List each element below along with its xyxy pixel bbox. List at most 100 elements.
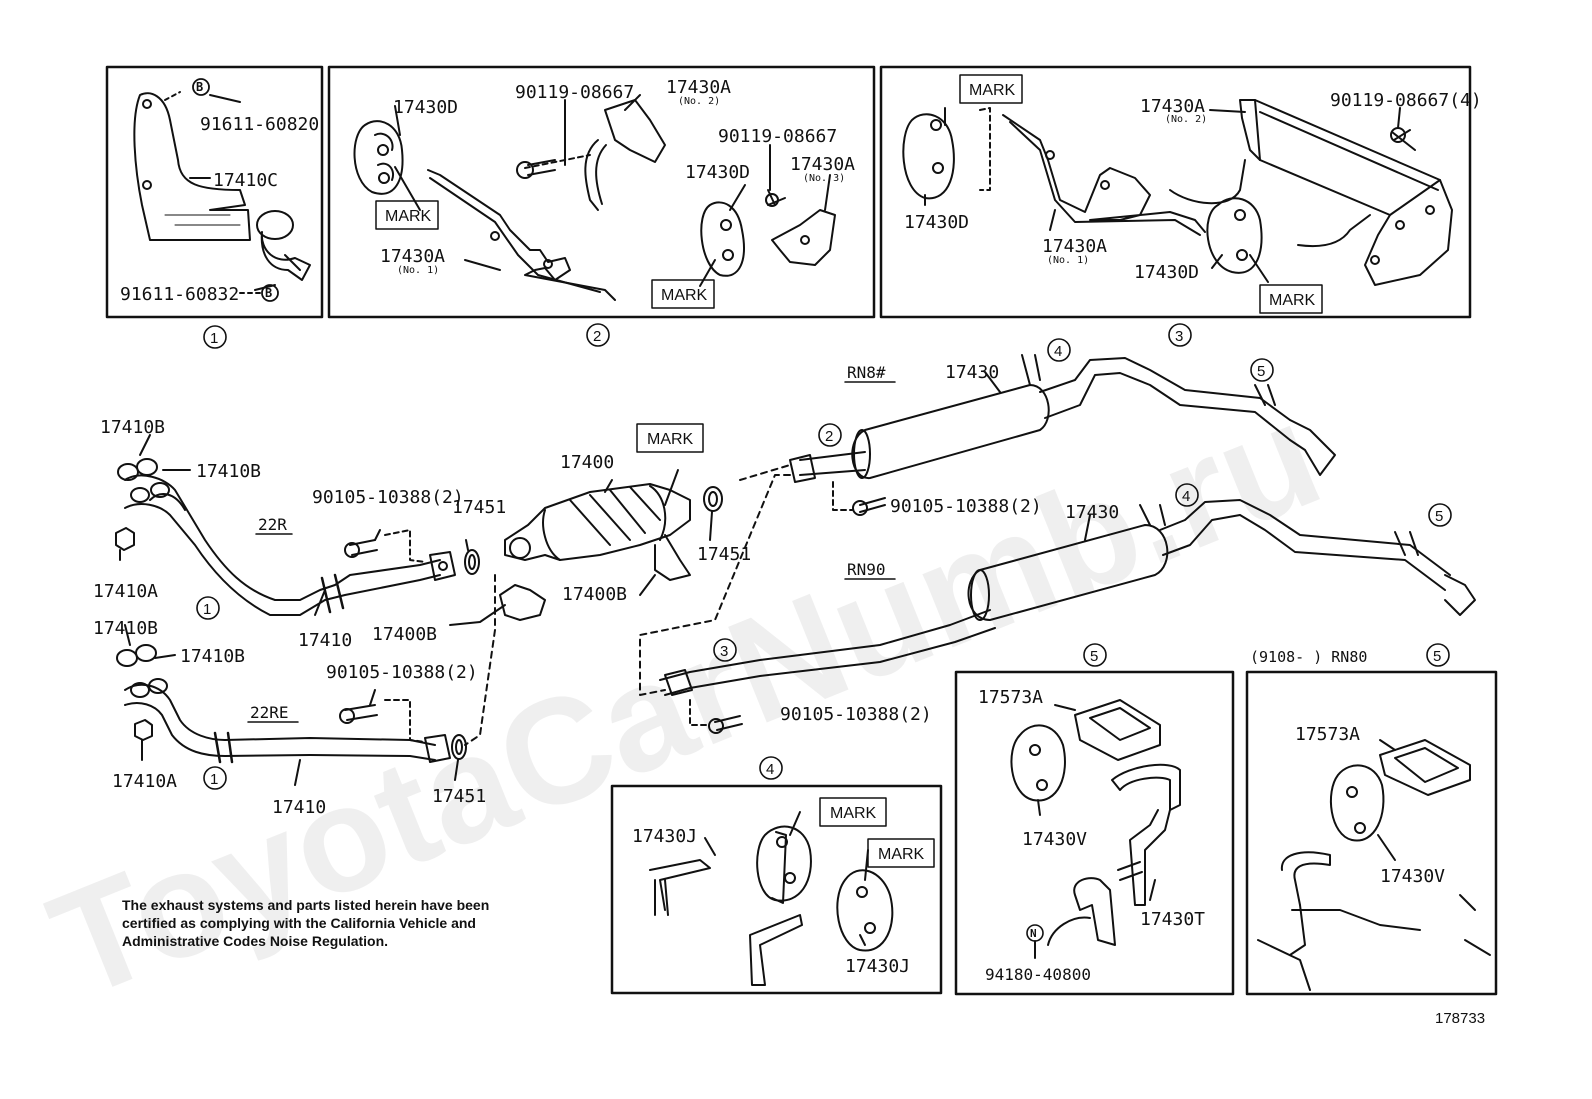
svg-text:5: 5 [1433, 648, 1441, 665]
label-17430T: 17430T [1140, 909, 1205, 930]
panel-1: B B 91611-60820 17410C 91611-60832 1 [105, 65, 324, 349]
label-17430-a: 17430 [945, 362, 999, 383]
label-17400: 17400 [560, 452, 614, 473]
panel-4: MARK MARK 17430J 17430J 4 [610, 756, 943, 995]
panel-2-mark-right: MARK [651, 279, 715, 309]
svg-text:(No. 1): (No. 1) [397, 265, 439, 276]
svg-text:4: 4 [1182, 488, 1190, 505]
variant-RN90: RN90 [847, 560, 886, 579]
svg-text:(No. 2): (No. 2) [1165, 114, 1207, 125]
svg-text:MARK: MARK [647, 431, 694, 448]
label-17430D-left: 17430D [904, 212, 969, 233]
panel-4-callout: 4 [759, 756, 783, 780]
label-17430D-right: 17430D [1134, 262, 1199, 283]
callout-5-upper: 5 [1250, 358, 1274, 382]
svg-text:4: 4 [1054, 343, 1062, 360]
svg-text:The exhaust systems and parts: The exhaust systems and parts listed her… [122, 897, 489, 913]
label-17430J-b: 17430J [845, 956, 910, 977]
panel-3: MARK MARK 17430A (No. 2) 90119-08667(4) … [879, 65, 1482, 347]
callout-1-lower: 1 [203, 766, 227, 790]
label-17451-c: 17451 [697, 544, 751, 565]
label-90119-08667-b: 90119-08667 [718, 126, 837, 147]
callout-5-lower: 5 [1428, 503, 1452, 527]
panel-4-mark-lower: MARK [867, 838, 935, 868]
svg-text:2: 2 [825, 428, 833, 445]
panel-5a-callout: 5 [1083, 643, 1107, 667]
svg-text:3: 3 [720, 643, 728, 660]
label-91611-60832: 91611-60832 [120, 284, 239, 305]
panel-5a: N 17573A 17430V 17430T 94180-40800 5 [954, 643, 1235, 996]
label-17410-1: 17410 [298, 630, 352, 651]
panel-5b-header: (9108- ) RN80 [1250, 648, 1367, 666]
svg-text:B: B [265, 286, 272, 300]
svg-text:MARK: MARK [830, 805, 877, 822]
label-17430D-left: 17430D [393, 97, 458, 118]
certification-note: The exhaust systems and parts listed her… [122, 897, 489, 949]
label-17430A-no1: 17430A [1042, 236, 1107, 257]
bolt-b-top: B [192, 78, 210, 96]
label-17410A-1: 17410A [93, 581, 158, 602]
label-17410B-2: 17410B [196, 461, 261, 482]
svg-text:MARK: MARK [661, 287, 708, 304]
panel-5b-callout: 5 [1426, 643, 1450, 667]
label-17410-2: 17410 [272, 797, 326, 818]
svg-text:(No. 3): (No. 3) [803, 173, 845, 184]
panel-5b: (9108- ) RN80 17573A 17430V 5 [1245, 643, 1498, 996]
label-90105-b: 90105-10388(2) [326, 662, 478, 683]
panel-4-mark-upper: MARK [819, 797, 887, 827]
panel-3-callout: 3 [1168, 323, 1192, 347]
main-exhaust: 22R 22RE RN8# RN90 17410B 17410B 17410A … [93, 338, 1476, 818]
callout-4-upper: 4 [1047, 338, 1071, 362]
label-90105-a: 90105-10388(2) [312, 487, 464, 508]
label-17451-b: 17451 [432, 786, 486, 807]
label-17410B-3: 17410B [93, 618, 158, 639]
svg-text:5: 5 [1435, 508, 1443, 525]
bolt-b-bottom: B [261, 284, 279, 302]
svg-text:B: B [196, 80, 203, 94]
svg-text:1: 1 [210, 330, 218, 347]
svg-text:MARK: MARK [969, 82, 1016, 99]
label-91611-60820: 91611-60820 [200, 114, 319, 135]
svg-text:N: N [1030, 927, 1037, 940]
svg-text:3: 3 [1175, 328, 1183, 345]
label-90105-d: 90105-10388(2) [780, 704, 932, 725]
label-17400B-a: 17400B [562, 584, 627, 605]
svg-text:MARK: MARK [1269, 292, 1316, 309]
label-17410B-1: 17410B [100, 417, 165, 438]
svg-text:1: 1 [210, 771, 218, 788]
label-17430A-no2: 17430A [666, 77, 731, 98]
label-17430V: 17430V [1022, 829, 1087, 850]
figure-code: 178733 [1435, 1010, 1485, 1027]
variant-22RE: 22RE [250, 703, 289, 722]
variant-RN8: RN8# [847, 363, 886, 382]
panel-1-callout: 1 [203, 325, 227, 349]
svg-text:2: 2 [593, 328, 601, 345]
panel-3-mark-left: MARK [959, 74, 1023, 104]
svg-text:MARK: MARK [385, 208, 432, 225]
callout-3: 3 [713, 638, 737, 662]
label-17410C: 17410C [213, 170, 278, 191]
panel-2-mark-left: MARK [375, 200, 439, 230]
label-17430A-no3: 17430A [790, 154, 855, 175]
svg-text:5: 5 [1257, 363, 1265, 380]
callout-2: 2 [818, 423, 842, 447]
svg-text:Administrative Codes Noise Reg: Administrative Codes Noise Regulation. [122, 933, 388, 949]
label-17430A-no2: 17430A [1140, 96, 1205, 117]
label-90105-c: 90105-10388(2) [890, 496, 1042, 517]
panel-2: MARK MARK 17430D 90119-08667 17430A (No.… [327, 65, 876, 347]
svg-text:4: 4 [766, 761, 774, 778]
label-17430D-right: 17430D [685, 162, 750, 183]
label-17410B-4: 17410B [180, 646, 245, 667]
svg-text:certified as complying with th: certified as complying with the Californ… [122, 915, 476, 931]
label-17430-b: 17430 [1065, 502, 1119, 523]
label-17430V: 17430V [1380, 866, 1445, 887]
svg-text:(No. 1): (No. 1) [1047, 255, 1089, 266]
label-17573A: 17573A [978, 687, 1043, 708]
svg-text:5: 5 [1090, 648, 1098, 665]
panel-3-mark-right: MARK [1259, 284, 1323, 314]
label-17400B-b: 17400B [372, 624, 437, 645]
label-17451-a: 17451 [452, 497, 506, 518]
converter-mark: MARK [636, 423, 704, 453]
variant-22R: 22R [258, 515, 287, 534]
